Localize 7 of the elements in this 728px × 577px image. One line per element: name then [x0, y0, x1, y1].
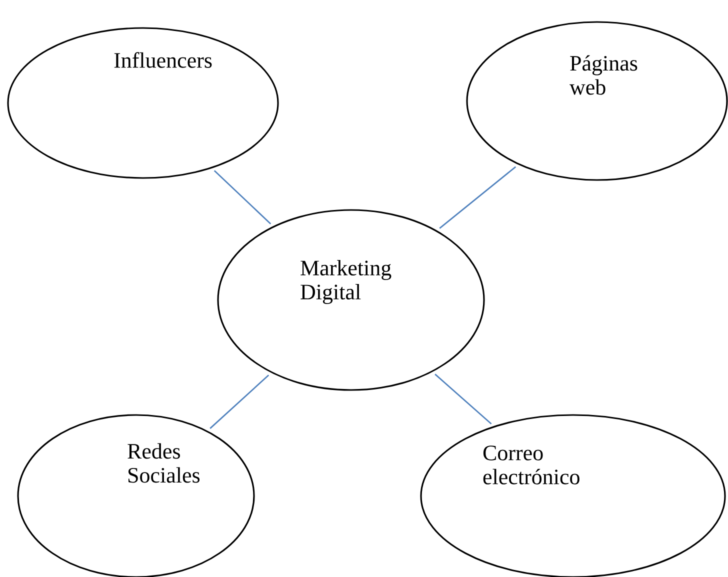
ellipse-node: Páginas web	[466, 21, 728, 181]
connector-line	[439, 166, 516, 229]
connector-line	[434, 374, 492, 424]
connector-line	[214, 170, 272, 224]
connector-line	[210, 374, 270, 429]
ellipse-node: Influencers	[7, 27, 279, 179]
ellipse-node: Marketing Digital	[217, 209, 485, 391]
